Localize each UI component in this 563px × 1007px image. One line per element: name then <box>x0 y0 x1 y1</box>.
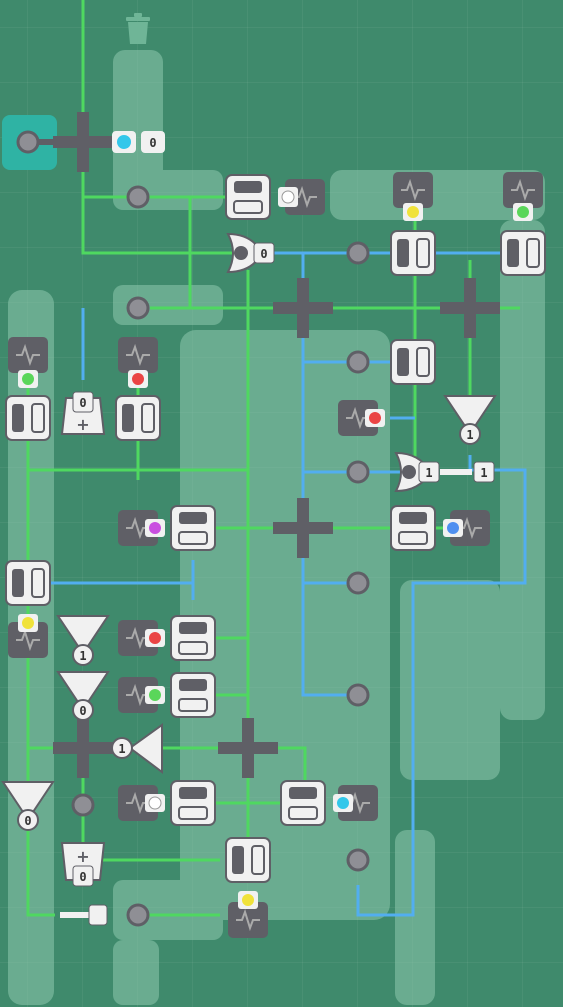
svg-text:+: + <box>76 415 89 434</box>
or-gate-right-value: 1 <box>425 466 432 480</box>
output-counter-right[interactable]: 1 <box>440 461 495 483</box>
filter-left-b[interactable]: 0 <box>56 671 110 721</box>
amplifier-left[interactable]: 1 <box>111 723 163 774</box>
output-counter-right-value: 1 <box>480 466 487 480</box>
adder-left-value: 0 <box>79 396 86 410</box>
filter-right[interactable]: 1 <box>443 395 497 445</box>
filter-bottom-left-value: 0 <box>24 814 31 828</box>
adder-bottom[interactable]: + 0 <box>60 842 106 887</box>
trash-bin-icon <box>126 13 150 44</box>
adder-left[interactable]: 0 + <box>60 391 106 435</box>
amplifier-left-value: 1 <box>118 742 125 756</box>
filter-left-a-value: 1 <box>79 649 86 663</box>
top-input-counter-value: 0 <box>149 136 156 150</box>
or-gate-top-value: 0 <box>260 247 267 261</box>
filter-left-a[interactable]: 1 <box>56 615 110 666</box>
filter-right-value: 1 <box>466 428 473 442</box>
sensor-color-badges <box>18 187 533 909</box>
top-input-counter[interactable]: 0 <box>141 131 165 153</box>
bottom-emitter[interactable] <box>60 904 108 926</box>
input-sensor-badge <box>112 131 136 153</box>
adder-bottom-value: 0 <box>79 870 86 884</box>
input-node[interactable] <box>16 130 40 154</box>
or-gate-right[interactable]: 1 <box>394 451 440 493</box>
filter-left-b-value: 0 <box>79 704 86 718</box>
or-gate-top[interactable]: 0 <box>226 232 275 274</box>
svg-text:+: + <box>76 847 89 866</box>
filter-bottom-left[interactable]: 0 <box>1 781 55 831</box>
